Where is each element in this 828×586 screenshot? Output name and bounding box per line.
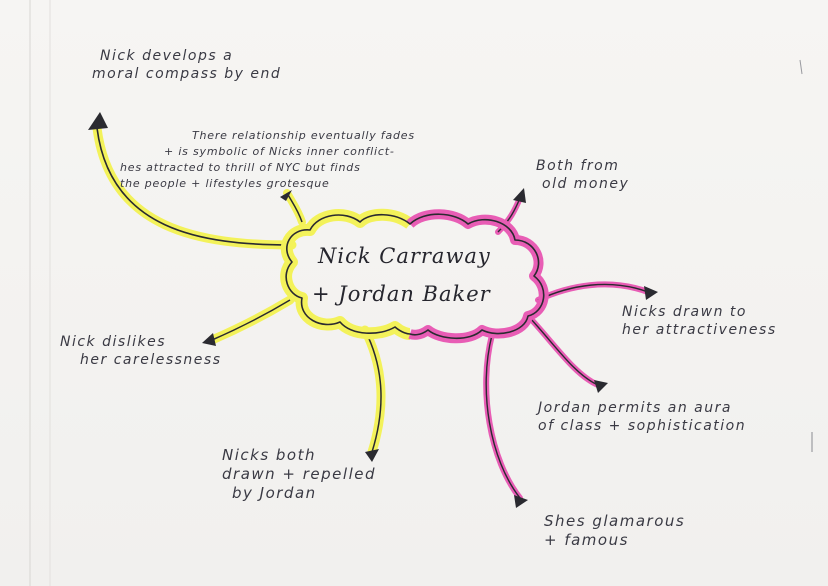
pen-mark [799,59,803,75]
note-line: Shes glamarous [544,512,686,530]
branch-aura-highlight [527,315,601,388]
note-line: Nicks both [222,446,316,464]
note-line: hes attracted to thrill of NYC but finds [120,160,361,174]
note-line: There relationship eventually fades [192,129,415,142]
note-line: her attractiveness [622,321,777,338]
cloud-outline [285,213,545,340]
note-line: Nicks drawn to [622,304,747,320]
note-line: + famous [544,530,629,549]
note-line: Nick dislikes [60,334,166,350]
note-moral-compass: Nick develops a moral compass by end [92,48,281,83]
note-line: drawn + repelled [222,464,376,483]
arrowhead [513,188,526,203]
note-old-money: Both from old money [536,158,629,193]
note-line: + is symbolic of Nicks inner conflict- [164,144,395,158]
arrowhead [202,333,216,346]
note-line: her carelessness [80,351,222,368]
arrowhead [514,495,528,508]
pink-branches [483,195,651,501]
central-cloud [280,208,549,344]
branch-aura-line [529,317,599,386]
arrowhead [88,112,108,130]
note-drawn-repelled: Nicks both drawn + repelled by Jordan [222,446,376,502]
arrowhead [365,449,379,462]
note-line: moral compass by end [92,65,282,82]
arrowheads [88,112,658,508]
yellow-branches [92,123,386,457]
central-topic-line1: Nick Carraway [318,244,491,268]
cloud-pink-highlight [406,209,549,344]
branch-glam-line [485,334,521,499]
branch-glam-highlight [483,332,523,501]
note-line: Jordan permits an aura [538,400,732,416]
note-aura: Jordan permits an aura of class + sophis… [538,400,746,435]
arrowhead [644,286,658,300]
cloud-yellow-highlight [280,208,414,340]
note-line: Nick develops a [100,48,234,64]
note-relationship: There relationship eventually fades + is… [120,128,415,192]
note-attractiveness: Nicks drawn to her attractiveness [622,304,777,339]
note-line: of class + sophistication [538,417,747,434]
note-line: the people + lifestyles grotesque [120,176,330,190]
arrowhead [594,380,608,393]
branch-moral-line [96,127,293,246]
note-line: Both from [536,158,620,174]
branch-carelessness-line [211,299,291,341]
note-carelessness: Nick dislikes her carelessness [60,334,222,369]
central-topic-line2: + Jordan Baker [312,282,491,306]
branch-drawn-line [364,329,382,453]
arrowhead [280,190,292,201]
note-line: by Jordan [232,483,317,502]
note-line: old money [542,175,630,192]
note-glamorous: Shes glamarous + famous [544,512,685,550]
